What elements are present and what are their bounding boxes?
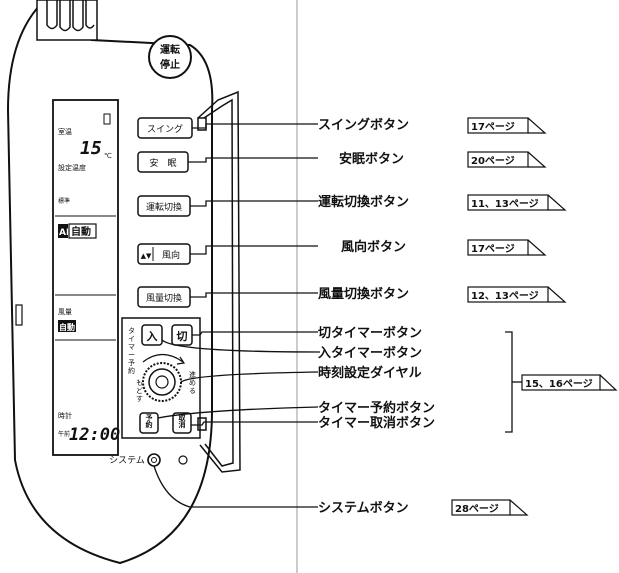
dial-side-char: る xyxy=(189,387,196,395)
side-cover xyxy=(197,90,241,473)
timer-reserve-button[interactable]: 予約 xyxy=(139,412,159,434)
dial-side-text-back: も ど す xyxy=(136,379,143,403)
dial-side-text-forward: 進 め る xyxy=(189,370,196,395)
page-ref-tags: 17ページ 20ページ 11、13ページ 17ページ 12、13ページ 15、1… xyxy=(451,117,618,516)
callout-timer-on-label: 入タイマーボタン xyxy=(318,345,422,361)
page-ref-text: 17ページ xyxy=(471,243,515,255)
page-ref-text: 20ページ xyxy=(471,155,515,167)
page-ref-text: 12、13ページ xyxy=(471,290,539,302)
callout-reserve-label: タイマー予約ボタン xyxy=(318,400,435,416)
callout-timer-off-label: 切タイマーボタン xyxy=(318,325,422,341)
page-ref-text: 15、16ページ xyxy=(525,378,593,390)
timer-group-bracket xyxy=(505,331,522,433)
callout-direction-label: 風向ボタン xyxy=(341,239,406,255)
page-ref-sleep: 20ページ xyxy=(467,151,547,168)
page-ref-text: 17ページ xyxy=(471,121,515,133)
timer-off-button[interactable]: 切 xyxy=(171,324,193,346)
sleep-button-label: 安 眠 xyxy=(149,157,176,169)
page-ref-direction: 17ページ xyxy=(467,239,547,256)
timer-reserve-label: 予約 xyxy=(145,414,153,429)
callout-sleep-label: 安眠ボタン xyxy=(339,151,404,167)
swing-button[interactable]: スイング xyxy=(137,117,193,139)
system-label: システム xyxy=(109,455,145,466)
page-ref-mode: 11、13ページ xyxy=(467,194,567,211)
system-button[interactable] xyxy=(147,453,161,467)
direction-button-label: 風向 xyxy=(162,249,180,261)
dial-side-char: ど xyxy=(136,387,143,395)
room-temp-label: 室温 xyxy=(58,127,72,136)
mode-button-label: 運転切換 xyxy=(146,201,182,213)
dial-side-text-left: タ イ マ ー 予 約 xyxy=(128,326,135,375)
time-set-dial[interactable] xyxy=(142,362,182,402)
callout-mode-label: 運転切換ボタン xyxy=(318,194,409,210)
leader-lines xyxy=(153,123,321,508)
set-temp-label: 設定温度 xyxy=(58,163,86,172)
timer-cancel-button[interactable]: 取消 xyxy=(172,412,192,434)
dial-side-char: め xyxy=(189,379,196,387)
sleep-button[interactable]: 安 眠 xyxy=(137,151,189,173)
direction-arrows-icon: ▲▼ xyxy=(141,252,152,260)
callout-system-label: システムボタン xyxy=(318,500,409,516)
stop-label: 停止 xyxy=(160,58,180,71)
page-ref-swing: 17ページ xyxy=(467,117,547,134)
page-ref-text: 28ページ xyxy=(455,503,499,515)
dial-side-char: す xyxy=(136,395,143,403)
dial-side-char: 約 xyxy=(128,366,135,375)
temp-unit: ℃ xyxy=(104,152,112,160)
ai-auto-label: 自動 xyxy=(71,225,91,238)
callout-labels: スイングボタン 安眠ボタン 運転切換ボタン 風向ボタン 風量切換ボタン 切タイマ… xyxy=(318,117,435,516)
indicator-lamp xyxy=(178,455,188,465)
page-ref-text: 11、13ページ xyxy=(471,198,539,210)
dial-side-char: イ xyxy=(128,335,135,343)
timer-on-button[interactable]: 入 xyxy=(141,324,163,346)
mode-button[interactable]: 運転切換 xyxy=(137,195,191,217)
ai-badge: AI xyxy=(59,228,69,238)
page-ref-system: 28ページ xyxy=(451,499,529,516)
fan-button-label: 風量切換 xyxy=(146,292,182,304)
callout-cancel-label: タイマー取消ボタン xyxy=(318,415,435,431)
grip-window xyxy=(36,0,98,41)
ampm-label: 午前 xyxy=(58,430,70,438)
lcd-display: 室温 15 ℃ 設定温度 標準 AI 自動 風量 自動 時計 午前 12:00 xyxy=(52,99,120,456)
dial-side-char: タ xyxy=(128,326,135,335)
timer-off-label: 切 xyxy=(177,330,188,343)
dial-side-char: マ xyxy=(128,343,135,351)
temp-value: 15 xyxy=(80,138,102,159)
run-stop-button[interactable]: 運転 停止 xyxy=(148,35,192,79)
clock-value: 12:00 xyxy=(69,425,120,445)
page-ref-timer-group: 15、16ページ xyxy=(521,374,618,391)
run-label: 運転 xyxy=(160,43,180,56)
page-ref-fan: 12、13ページ xyxy=(467,286,567,303)
callout-dial-label: 時刻設定ダイヤル xyxy=(318,365,422,381)
callout-fan-label: 風量切換ボタン xyxy=(318,286,409,302)
callout-swing-label: スイングボタン xyxy=(318,117,409,133)
fan-label: 風量 xyxy=(58,308,72,316)
clock-label: 時計 xyxy=(58,411,72,420)
timer-on-label: 入 xyxy=(147,330,158,343)
direction-button[interactable]: ▲▼ 風向 xyxy=(137,243,191,265)
timer-cancel-label: 取消 xyxy=(178,413,187,429)
dial-arc-arrow xyxy=(142,353,184,363)
dial-side-char: ー xyxy=(128,351,135,359)
mode-small-label: 標準 xyxy=(58,197,70,205)
dial-side-char: 進 xyxy=(189,370,196,379)
fan-value: 自動 xyxy=(59,322,75,332)
fan-button[interactable]: 風量切換 xyxy=(137,286,191,308)
dial-side-char: 予 xyxy=(128,359,135,367)
swing-button-label: スイング xyxy=(147,123,183,135)
dial-side-char: も xyxy=(136,379,143,387)
